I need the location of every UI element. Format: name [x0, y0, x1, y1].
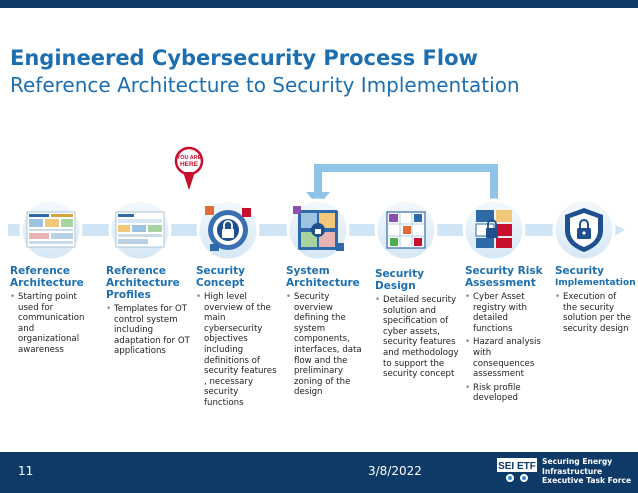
- process-flow-diagram: YOU ARE HERE: [8, 146, 625, 262]
- step-title: Reference Architecture Profiles: [106, 265, 180, 301]
- step-security-design: Security Design Detailed security soluti…: [375, 268, 459, 383]
- step-title: Security Implementation: [555, 265, 636, 288]
- step-bullets: Starting point used for communication an…: [10, 292, 94, 356]
- bullet: Starting point used for communication an…: [10, 292, 94, 356]
- step-security-risk-assessment: Security Risk Assessment Cyber Asset reg…: [465, 265, 549, 407]
- lock-target-icon: [205, 206, 251, 251]
- step-title: Security Design: [375, 268, 425, 292]
- bullet: High level overview of the main cybersec…: [196, 292, 280, 409]
- bullet: Detailed security solution and specifica…: [375, 295, 459, 380]
- step-bullets: Execution of the security solution per t…: [555, 292, 633, 334]
- step-bullets: Security overview defining the system co…: [286, 292, 370, 398]
- footer-bar: 11 3/8/2022 SEI ETF Securing Energy Infr…: [0, 452, 638, 493]
- lock-cluster-icon: [293, 206, 344, 251]
- document-thumbnail-icon: [115, 211, 165, 248]
- step-bullets: High level overview of the main cybersec…: [196, 292, 280, 409]
- bullet: Execution of the security solution per t…: [555, 292, 633, 334]
- risk-lock-icon: [475, 210, 512, 248]
- step-security-concept: Security Concept High level overview of …: [196, 265, 280, 412]
- sei-etf-logo: SEI ETF: [497, 458, 537, 482]
- location-pin-icon: YOU ARE HERE: [174, 146, 204, 190]
- top-accent-bar: [0, 0, 638, 8]
- step-security-implementation: Security Implementation Execution of the…: [555, 265, 636, 337]
- page-number: 11: [18, 464, 34, 478]
- step-bullets: Cyber Asset registry with detailed funct…: [465, 292, 549, 404]
- bullet: Security overview defining the system co…: [286, 292, 370, 398]
- shield-lock-icon: [565, 208, 603, 252]
- bullet: Cyber Asset registry with detailed funct…: [465, 292, 549, 334]
- step-title: Reference Architecture: [10, 265, 84, 289]
- step-bullets: Templates for OT control system includin…: [106, 304, 190, 357]
- step-bullets: Detailed security solution and specifica…: [375, 295, 459, 380]
- slide-subtitle: Reference Architecture to Security Imple…: [10, 73, 520, 97]
- step-reference-architecture-profiles: Reference Architecture Profiles Template…: [106, 265, 190, 360]
- bullet: Templates for OT control system includin…: [106, 304, 190, 357]
- marker-text-line1: YOU ARE: [177, 155, 202, 161]
- slide-title: Engineered Cybersecurity Process Flow: [10, 46, 478, 70]
- step-title: System Architecture: [286, 265, 360, 289]
- organization-name: Securing Energy Infrastructure Executive…: [542, 457, 632, 485]
- logo-text: SEI ETF: [498, 461, 536, 472]
- bullet: Hazard analysis with consequences assess…: [465, 337, 549, 379]
- marker-text-line2: HERE: [180, 161, 199, 168]
- document-thumbnail-icon: [26, 211, 76, 248]
- step-system-architecture: System Architecture Security overview de…: [286, 265, 370, 401]
- step-title: Security Risk Assessment: [465, 265, 543, 289]
- step-reference-architecture: Reference Architecture Starting point us…: [10, 265, 94, 359]
- lock-grid-icon: [386, 211, 426, 249]
- step-title: Security Concept: [196, 265, 246, 289]
- footer-date: 3/8/2022: [368, 464, 422, 478]
- bullet: Risk profile developed: [465, 383, 549, 404]
